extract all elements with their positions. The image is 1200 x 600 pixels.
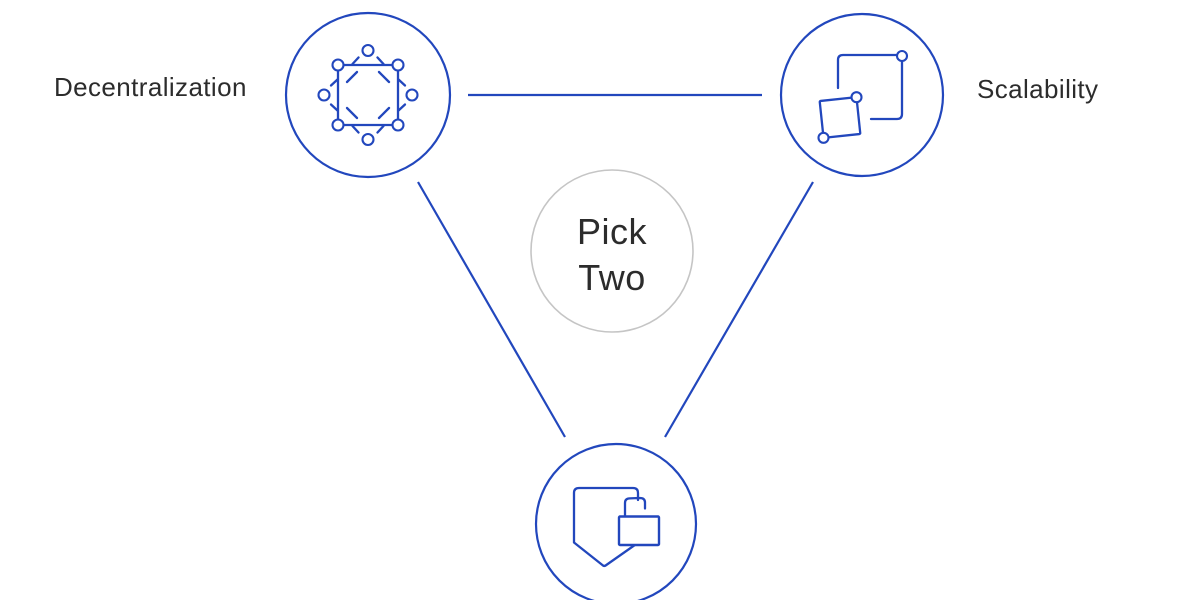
- decentralization-node-circle: [284, 11, 452, 179]
- pick-two-line1: Pick: [576, 211, 647, 252]
- security-node-circle: [534, 442, 698, 600]
- network-consensus-icon: [317, 43, 419, 147]
- shield-unlocked-icon: [572, 486, 661, 568]
- center-circle: [530, 169, 694, 333]
- pick-two-label: Pick Two: [512, 209, 712, 301]
- decentralization-label: Decentralization: [54, 72, 247, 102]
- scalability-label: Scalability: [977, 74, 1099, 104]
- edge-decentralization-security: [417, 181, 566, 438]
- edge-scalability-security: [664, 181, 814, 438]
- scaling-squares-icon: [817, 49, 909, 144]
- pick-two-line2: Two: [578, 257, 646, 298]
